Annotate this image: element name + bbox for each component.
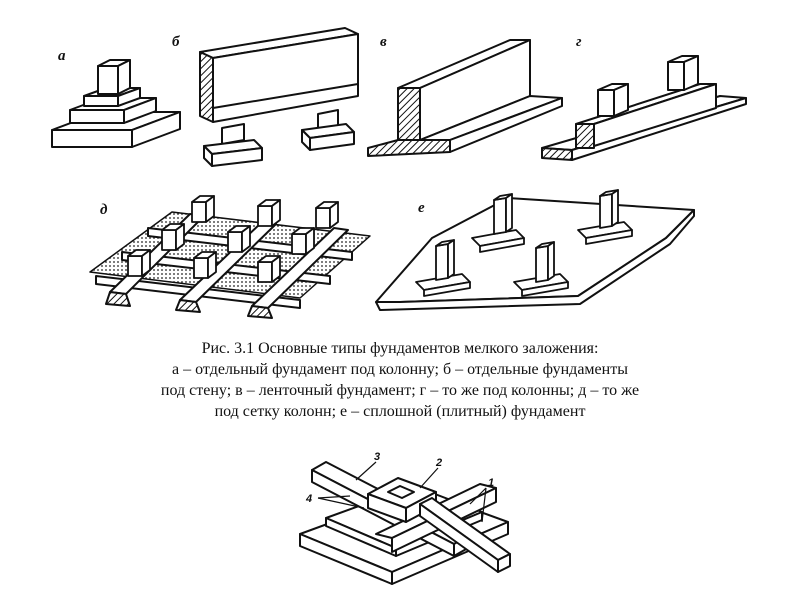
label-v: в: [380, 34, 387, 50]
label-2: 2: [435, 457, 442, 469]
figure-caption: Рис. 3.1 Основные типы фундаментов мелко…: [60, 338, 740, 422]
diagram-e-mat-foundation: [375, 189, 695, 311]
label-g: г: [576, 34, 582, 50]
diagram-g-strip-under-columns: [541, 55, 747, 161]
diagram-bottom-footing-assembly: [299, 461, 511, 585]
diagram-v-strip-footing: [367, 39, 563, 157]
label-b: б: [172, 34, 180, 50]
diagram-a-column-footing: [51, 59, 181, 148]
caption-line-2: под стену; в – ленточный фундамент; г – …: [160, 382, 640, 399]
caption-title: Рис. 3.1 Основные типы фундаментов мелко…: [201, 340, 599, 357]
diagram-b-wall-footings: [199, 27, 359, 167]
label-1: 1: [488, 477, 494, 489]
caption-line-3: под сетку колонн; е – сплошной (плитный)…: [214, 403, 586, 420]
label-e: е: [418, 200, 425, 216]
label-3: 3: [374, 451, 380, 463]
caption-line-1: а – отдельный фундамент под колонну; б –…: [172, 361, 628, 378]
label-4: 4: [305, 493, 312, 505]
label-a: а: [58, 48, 66, 64]
label-d: д: [100, 202, 108, 218]
diagram-d-grid-footing: [89, 195, 371, 319]
